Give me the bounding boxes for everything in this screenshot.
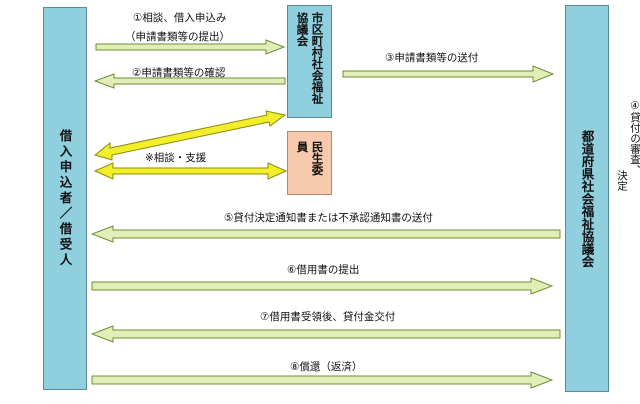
step-4-label: ④貸付の審査、 決定 xyxy=(616,100,640,191)
arrow-step-6 xyxy=(91,277,554,295)
arrow-step-5 xyxy=(90,225,561,243)
step-2-label: ②申請書類等の確認 xyxy=(132,67,226,79)
step-6-label: ⑥借用書の提出 xyxy=(287,264,360,276)
step-5-label: ⑤貸付決定通知書または不承認通知書の送付 xyxy=(224,212,433,224)
minsei-label: 民生委員 xyxy=(295,141,325,176)
arrow-step-2 xyxy=(93,73,286,89)
step-1-label: ①相談、借入申込み xyxy=(133,12,227,24)
municipal-council-box: 市区町村社会福祉協議会 xyxy=(287,5,332,118)
borrower-box: 借入申込者／借受人 xyxy=(43,7,87,390)
prefecture-council-box: 都道府県社会福祉協議会 xyxy=(565,5,609,392)
prefecture-council-label: 都道府県社会福祉協議会 xyxy=(579,129,595,268)
step-1-sublabel: （申請書類等の提出） xyxy=(125,31,230,43)
step-7-label: ⑦借用書受領後、貸付金交付 xyxy=(260,311,396,323)
step-8-label: ⑧償還（返済） xyxy=(290,361,363,373)
arrow-support-double xyxy=(93,162,288,180)
arrow-step-1 xyxy=(95,39,286,55)
minsei-box: 民生委員 xyxy=(287,131,332,195)
support-label: ※相談・支援 xyxy=(145,152,207,164)
arrow-step-3 xyxy=(342,65,555,83)
step-3-label: ③申請書類等の送付 xyxy=(385,52,479,64)
arrow-step-7 xyxy=(90,325,561,343)
arrow-diagonal-double xyxy=(93,110,287,161)
borrower-label: 借入申込者／借受人 xyxy=(57,128,73,269)
arrow-step-8 xyxy=(91,371,554,389)
municipal-council-label: 市区町村社会福祉協議会 xyxy=(295,12,325,104)
